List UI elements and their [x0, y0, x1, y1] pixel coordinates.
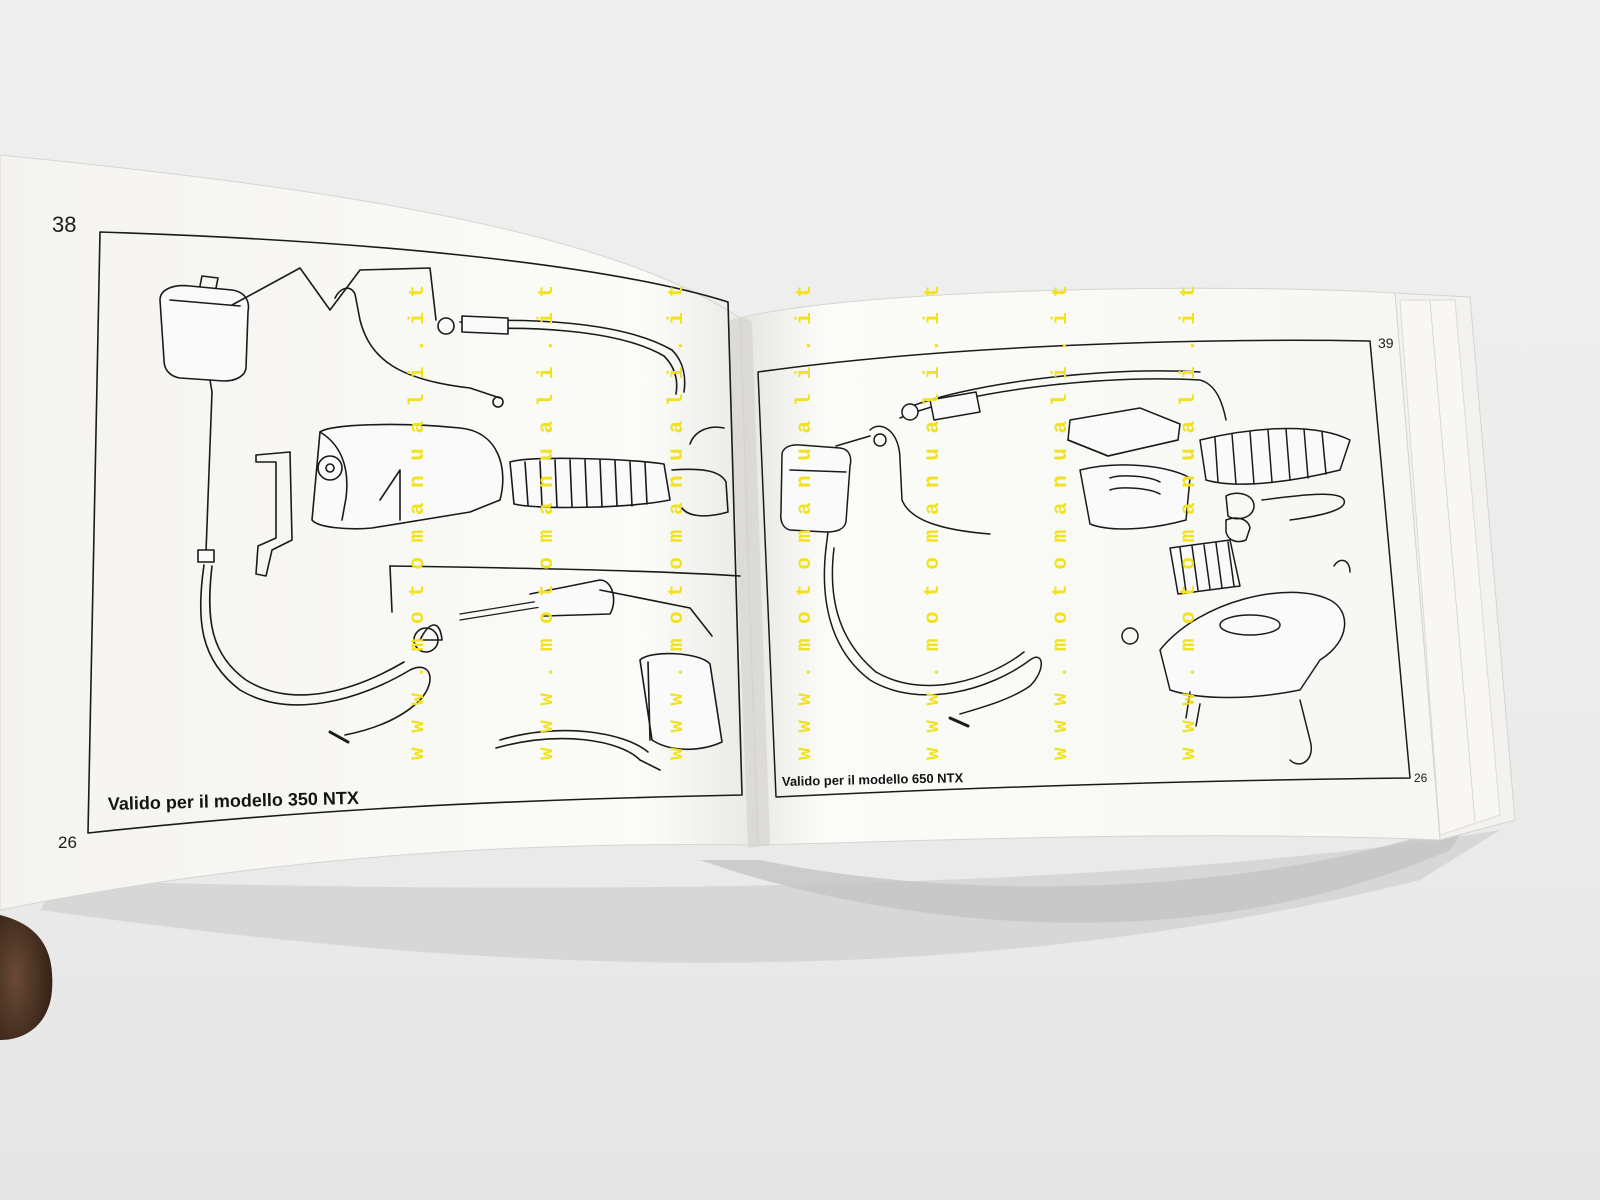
left-page-number: 38	[52, 212, 76, 237]
right-figure-frame	[757, 339, 1411, 798]
watermark-3: w w w . m o t o m a n u a l i . i t	[666, 284, 689, 760]
air-box	[311, 423, 504, 530]
left-figure	[87, 231, 743, 834]
oil-tank-right	[780, 444, 852, 533]
watermark-1: w w w . m o t o m a n u a l i . i t	[407, 284, 430, 760]
hand-thumb	[0, 915, 53, 1040]
gutter-shadow	[728, 317, 770, 848]
right-page	[739, 287, 1441, 846]
watermark-2: w w w . m o t o m a n u a l i . i t	[536, 284, 559, 760]
right-caption: Valido per il modello 650 NTX	[782, 770, 964, 789]
watermark-7: w w w . m o t o m a n u a l i . i t	[1178, 284, 1201, 760]
oil-tank	[159, 284, 250, 382]
left-figure-number: 26	[58, 833, 77, 852]
watermark-6: w w w . m o t o m a n u a l i . i t	[1050, 284, 1073, 760]
ribbed-cover	[1199, 427, 1351, 485]
left-figure-frame	[87, 231, 743, 834]
right-figure-number: 26	[1414, 771, 1428, 785]
filter-base	[1159, 591, 1346, 699]
page-stack-edges	[1394, 292, 1516, 841]
right-figure	[757, 339, 1411, 798]
booklet-shadow	[40, 820, 1500, 963]
watermark-group: w w w . m o t o m a n u a l i . i t w w …	[407, 284, 1201, 760]
right-page-number: 39	[1378, 335, 1394, 351]
watermark-4: w w w . m o t o m a n u a l i . i t	[794, 284, 817, 760]
watermark-5: w w w . m o t o m a n u a l i . i t	[922, 284, 945, 760]
